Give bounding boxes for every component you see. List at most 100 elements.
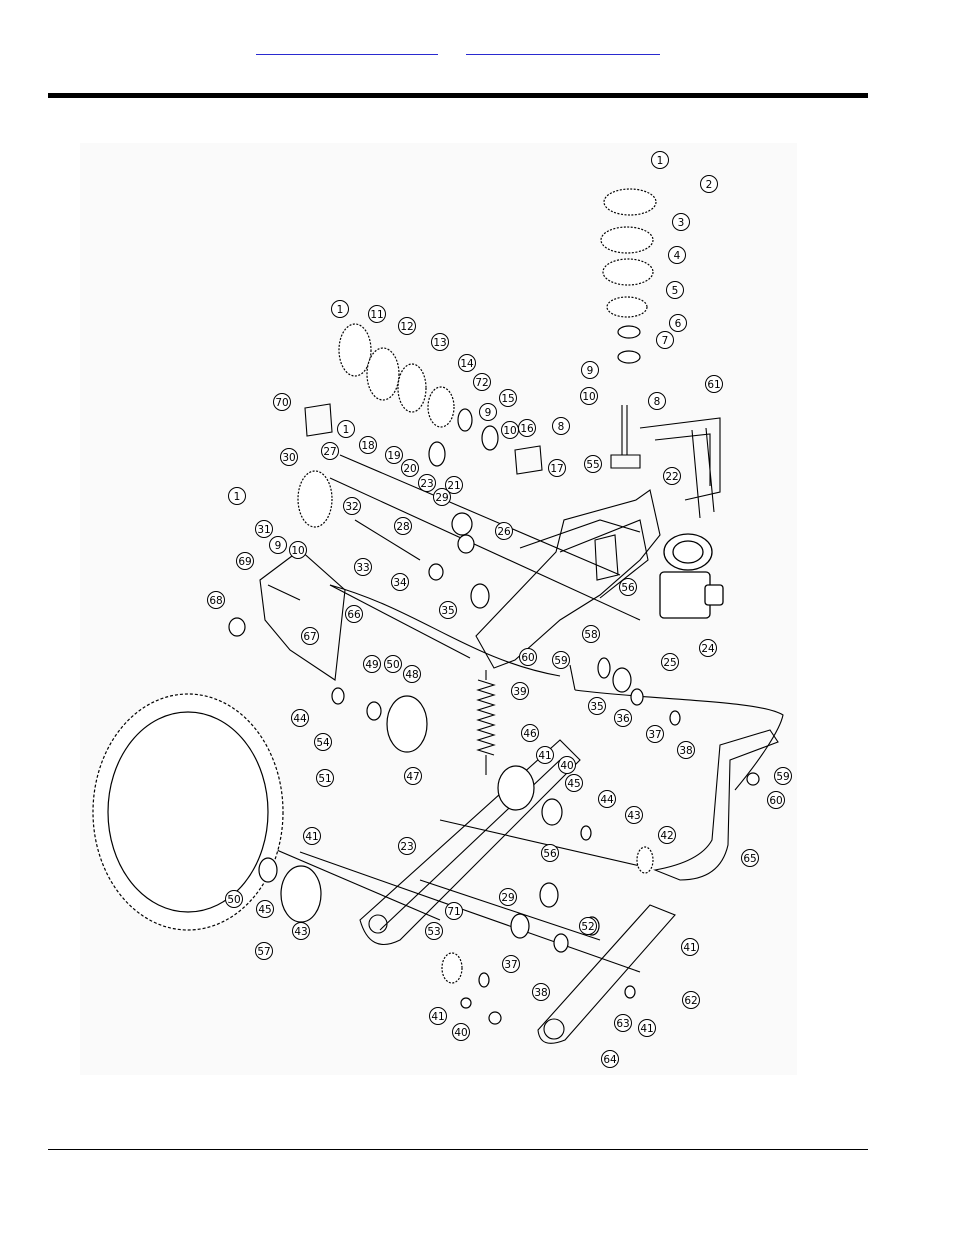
callout-3: 3 (672, 213, 690, 231)
callout-number: 20 (403, 463, 416, 475)
callout-50: 50 (384, 655, 402, 673)
callout-number: 46 (523, 728, 537, 740)
callout-circle (439, 601, 457, 619)
callout-7: 7 (656, 331, 674, 349)
callout-66: 66 (345, 605, 363, 623)
callout-circle (404, 767, 422, 785)
callout-circle (677, 741, 695, 759)
callout-37: 37 (646, 725, 664, 743)
callout-circle (646, 725, 664, 743)
callout-circle (280, 448, 298, 466)
callout-number: 1 (657, 155, 664, 167)
frame-outline (475, 489, 661, 669)
callout-number: 55 (586, 459, 599, 471)
callout-35: 35 (588, 697, 606, 715)
callout-circle (403, 665, 421, 683)
callout-41: 41 (638, 1019, 656, 1037)
callout-circle (401, 459, 419, 477)
callout-number: 60 (521, 652, 534, 664)
callout-59: 59 (552, 651, 570, 669)
callout-58: 58 (582, 625, 600, 643)
callout-circle (519, 648, 537, 666)
callout-circle (700, 175, 718, 193)
callout-44: 44 (291, 709, 309, 727)
callout-number: 41 (538, 750, 551, 762)
callout-1: 1 (651, 151, 669, 169)
callout-number: 52 (581, 921, 594, 933)
callout-52: 52 (579, 917, 597, 935)
callout-42: 42 (658, 826, 676, 844)
callout-circle (384, 655, 402, 673)
callout-number: 41 (431, 1011, 444, 1023)
callout-number: 43 (294, 926, 307, 938)
callout-circle (541, 844, 559, 862)
callout-67: 67 (301, 627, 319, 645)
callout-circle (699, 639, 717, 657)
callout-20: 20 (401, 459, 419, 477)
top-rule (48, 93, 868, 98)
callout-47: 47 (404, 767, 422, 785)
callout-48: 48 (403, 665, 421, 683)
callout-72: 72 (473, 373, 491, 391)
callout-circle (558, 756, 576, 774)
callout-number: 8 (654, 396, 661, 408)
callout-8: 8 (552, 417, 570, 435)
callout-circle (207, 591, 225, 609)
header-link-right[interactable] (466, 40, 660, 55)
callout-circle (236, 552, 254, 570)
callout-28: 28 (394, 517, 412, 535)
callout-circle (425, 922, 443, 940)
callout-number: 8 (558, 421, 565, 433)
callout-circle (565, 774, 583, 792)
callout-41: 41 (536, 746, 554, 764)
callout-38: 38 (532, 983, 550, 1001)
callout-circle (394, 517, 412, 535)
callout-2: 2 (700, 175, 718, 193)
callout-55: 55 (584, 455, 602, 473)
header-links (256, 40, 666, 56)
callout-circle (301, 627, 319, 645)
callout-number: 61 (707, 379, 720, 391)
callout-circle (269, 536, 287, 554)
callout-number: 69 (238, 556, 251, 568)
callout-circle (661, 653, 679, 671)
callout-60: 60 (767, 791, 785, 809)
callout-63: 63 (614, 1014, 632, 1032)
callout-number: 4 (674, 250, 681, 262)
sprocket-2 (603, 188, 657, 216)
callout-61: 61 (705, 375, 723, 393)
callout-circle (614, 709, 632, 727)
callout-45: 45 (565, 774, 583, 792)
callout-59: 59 (774, 767, 792, 785)
header-link-left[interactable] (256, 40, 438, 55)
callout-number: 58 (584, 629, 597, 641)
callout-number: 49 (365, 659, 378, 671)
callout-60: 60 (519, 648, 537, 666)
callout-36: 36 (614, 709, 632, 727)
chain-shield (259, 549, 346, 681)
callout-number: 26 (497, 526, 511, 538)
callout-23: 23 (418, 474, 436, 492)
callout-circle (651, 151, 669, 169)
callout-9: 9 (269, 536, 287, 554)
callout-circle (398, 317, 416, 335)
callout-number: 30 (282, 452, 295, 464)
callout-54: 54 (314, 733, 332, 751)
callout-circle (431, 333, 449, 351)
callout-circle (588, 697, 606, 715)
callout-number: 60 (769, 795, 782, 807)
sprocket-4 (602, 258, 654, 286)
callout-number: 68 (209, 595, 222, 607)
callout-21: 21 (445, 476, 463, 494)
callout-10: 10 (501, 421, 519, 439)
callout-27: 27 (321, 442, 339, 460)
callout-circle (672, 213, 690, 231)
callout-number: 28 (396, 521, 409, 533)
callout-number: 1 (337, 304, 344, 316)
callout-circle (255, 520, 273, 538)
callout-circle (499, 888, 517, 906)
callout-number: 40 (454, 1027, 467, 1039)
callout-circle (501, 421, 519, 439)
callout-circle (511, 682, 529, 700)
callout-circle (343, 497, 361, 515)
